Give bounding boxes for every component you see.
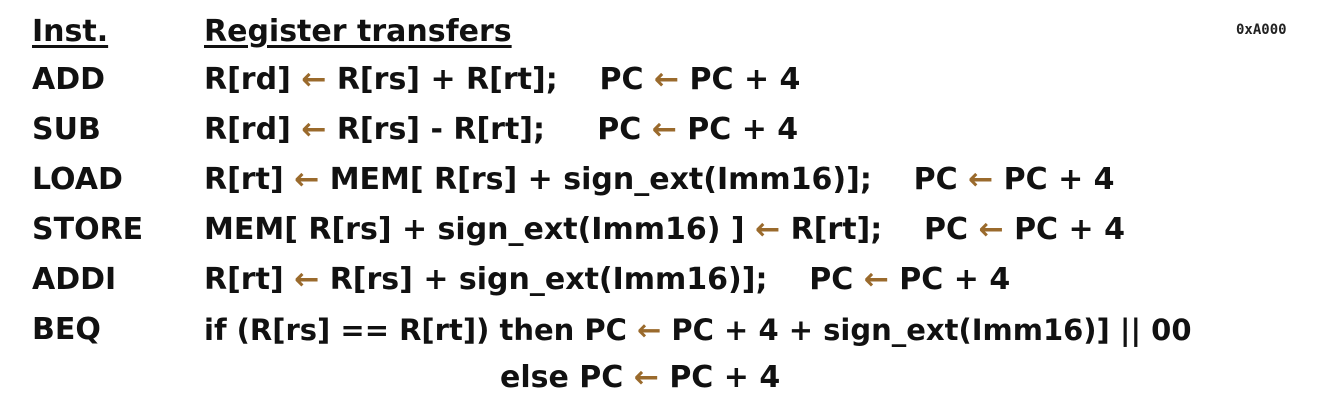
transfer-text: R[rt] xyxy=(204,262,295,297)
transfer-text: PC + 4 xyxy=(888,262,1011,297)
arrow-left-icon: ← xyxy=(755,212,781,247)
arrow-left-icon: ← xyxy=(294,162,320,197)
arrow-left-icon: ← xyxy=(968,162,994,197)
transfer-text: R[rd] xyxy=(204,62,302,97)
arrow-left-icon: ← xyxy=(301,112,327,147)
inst-load: LOAD xyxy=(32,162,123,197)
transfer-text: else PC xyxy=(500,360,634,395)
transfer-store: MEM[ R[rs] + sign_ext(Imm16) ] ← R[rt]; … xyxy=(204,212,1125,248)
transfer-text: R[rd] xyxy=(204,112,302,147)
header-inst: Inst. xyxy=(32,14,109,49)
transfer-text: PC + 4 xyxy=(679,62,801,97)
arrow-left-icon: ← xyxy=(633,360,659,395)
transfer-text: PC + 4 xyxy=(993,162,1115,197)
inst-add: ADD xyxy=(32,62,106,97)
transfer-sub: R[rd] ← R[rs] - R[rt]; PC ← PC + 4 xyxy=(204,112,798,148)
arrow-left-icon: ← xyxy=(637,313,662,347)
transfer-text: R[rs] + sign_ext(Imm16)]; PC xyxy=(319,262,864,297)
transfer-text: R[rs] - R[rt]; PC xyxy=(326,112,652,147)
arrow-left-icon: ← xyxy=(863,262,889,297)
arrow-left-icon: ← xyxy=(294,262,320,297)
transfer-text: if (R[rs] == R[rt]) then PC xyxy=(204,313,638,347)
transfer-text: PC + 4 xyxy=(676,112,799,147)
inst-beq: BEQ xyxy=(32,312,101,347)
transfer-text: MEM[ R[rs] + sign_ext(Imm16)]; PC xyxy=(319,162,969,197)
arrow-left-icon: ← xyxy=(651,112,677,147)
address-label: 0xA000 xyxy=(1236,22,1287,38)
transfer-add: R[rd] ← R[rs] + R[rt]; PC ← PC + 4 xyxy=(204,62,800,98)
transfer-beq: if (R[rs] == R[rt]) then PC ← PC + 4 + s… xyxy=(204,312,1192,348)
transfer-text: PC + 4 + sign_ext(Imm16)] || 00 xyxy=(661,313,1192,347)
transfer-addi: R[rt] ← R[rs] + sign_ext(Imm16)]; PC ← P… xyxy=(204,262,1010,298)
arrow-left-icon: ← xyxy=(301,62,327,97)
arrow-left-icon: ← xyxy=(978,212,1004,247)
inst-sub: SUB xyxy=(32,112,101,147)
transfer-beq-else: else PC ← PC + 4 xyxy=(500,360,780,396)
header-register-transfers: Register transfers xyxy=(204,14,512,49)
inst-store: STORE xyxy=(32,212,144,247)
transfer-load: R[rt] ← MEM[ R[rs] + sign_ext(Imm16)]; P… xyxy=(204,162,1115,198)
transfer-text: PC + 4 xyxy=(658,360,781,395)
transfer-text: MEM[ R[rs] + sign_ext(Imm16) ] xyxy=(204,212,756,247)
inst-addi: ADDI xyxy=(32,262,117,297)
transfer-text: PC + 4 xyxy=(1003,212,1125,247)
transfer-text: R[rt]; PC xyxy=(780,212,979,247)
transfer-text: R[rt] xyxy=(204,162,295,197)
arrow-left-icon: ← xyxy=(653,62,680,97)
transfer-text: R[rs] + R[rt]; PC xyxy=(326,62,654,97)
